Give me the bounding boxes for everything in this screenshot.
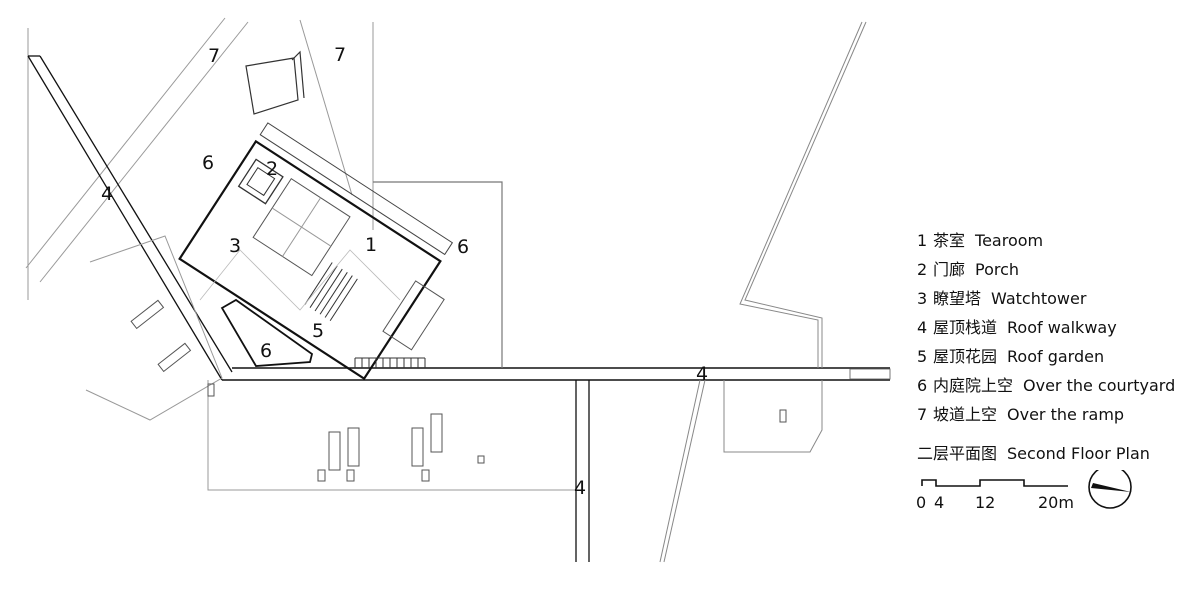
- legend-item: 3 瞭望塔 Watchtower: [917, 284, 1175, 313]
- zone-label: 2: [266, 158, 278, 180]
- legend: 1 茶室 Tearoom 2 门廊 Porch 3 瞭望塔 Watchtower 4 屋顶栈道…: [917, 226, 1175, 429]
- horizontal-walkway: [222, 367, 891, 381]
- legend-en: Watchtower: [991, 289, 1087, 308]
- legend-en: Roof walkway: [1007, 318, 1117, 337]
- legend-num: 6: [917, 376, 928, 395]
- legend-num: 3: [917, 289, 928, 308]
- zone-label: 4: [574, 477, 586, 499]
- legend-item: 7 坡道上空 Over the ramp: [917, 400, 1175, 429]
- legend-en: Tearoom: [975, 231, 1044, 250]
- zone-label: 6: [260, 340, 272, 362]
- legend-item: 1 茶室 Tearoom: [917, 226, 1175, 255]
- zone-label: 4: [101, 183, 113, 205]
- garden-facets: [199, 249, 401, 311]
- lower-terrace-outline: [207, 380, 575, 491]
- legend-en: Roof garden: [1007, 347, 1105, 366]
- legend-zh: 屋顶花园: [933, 347, 998, 366]
- plan-title-zh: 二层平面图: [917, 444, 998, 463]
- courtyard-outline: [373, 181, 503, 368]
- plan-title-en: Second Floor Plan: [1007, 444, 1150, 463]
- ramp-lines: [25, 17, 374, 300]
- stair: [354, 357, 426, 368]
- legend-item: 5 屋顶花园 Roof garden: [917, 342, 1175, 371]
- zone-label: 6: [202, 152, 214, 174]
- legend-item: 6 内庭院上空 Over the courtyard: [917, 371, 1175, 400]
- legend-en: Over the courtyard: [1023, 376, 1176, 395]
- legend-item: 2 门廊 Porch: [917, 255, 1175, 284]
- legend-item: 4 屋顶栈道 Roof walkway: [917, 313, 1175, 342]
- legend-zh: 屋顶栈道: [933, 318, 998, 337]
- legend-en: Over the ramp: [1007, 405, 1125, 424]
- legend-zh: 门廊: [933, 260, 966, 279]
- legend-zh: 瞭望塔: [933, 289, 982, 308]
- zone-label: 5: [312, 320, 324, 342]
- plan-title: 二层平面图 Second Floor Plan: [917, 440, 1150, 464]
- scale-tick: 12: [975, 493, 995, 512]
- north-arrow-icon: [1088, 470, 1132, 509]
- zone-label: 1: [365, 234, 377, 256]
- scale-bar: 0 4 12 20m: [916, 470, 1132, 512]
- legend-zh: 坡道上空: [933, 405, 998, 424]
- diagonal-walkway: [27, 55, 233, 381]
- legend-zh: 茶室: [933, 231, 966, 250]
- legend-num: 7: [917, 405, 928, 424]
- zone-label: 7: [334, 44, 346, 66]
- zone-label: 6: [457, 236, 469, 258]
- scale-tick: 20m: [1038, 493, 1074, 512]
- scale-tick: 0: [916, 493, 926, 512]
- terrain-lines: [659, 21, 867, 563]
- legend-num: 4: [917, 318, 928, 337]
- legend-num: 5: [917, 347, 928, 366]
- legend-zh: 内庭院上空: [933, 376, 1014, 395]
- roof-garden-outline: [220, 298, 314, 367]
- zone-label: 3: [229, 235, 241, 257]
- zone-label: 4: [696, 363, 708, 385]
- scale-tick: 4: [934, 493, 944, 512]
- legend-num: 1: [917, 231, 928, 250]
- zone-label: 7: [208, 45, 220, 67]
- legend-num: 2: [917, 260, 928, 279]
- zone-labels: 7 7 6 2 4 3 1 6 5 6 4 4: [101, 44, 708, 499]
- left-terrace-outline: [85, 235, 223, 421]
- pavilion: [245, 50, 305, 115]
- legend-en: Porch: [975, 260, 1020, 279]
- planters: [130, 299, 787, 482]
- tearoom-building: [178, 122, 454, 381]
- vertical-walkway: [575, 380, 590, 562]
